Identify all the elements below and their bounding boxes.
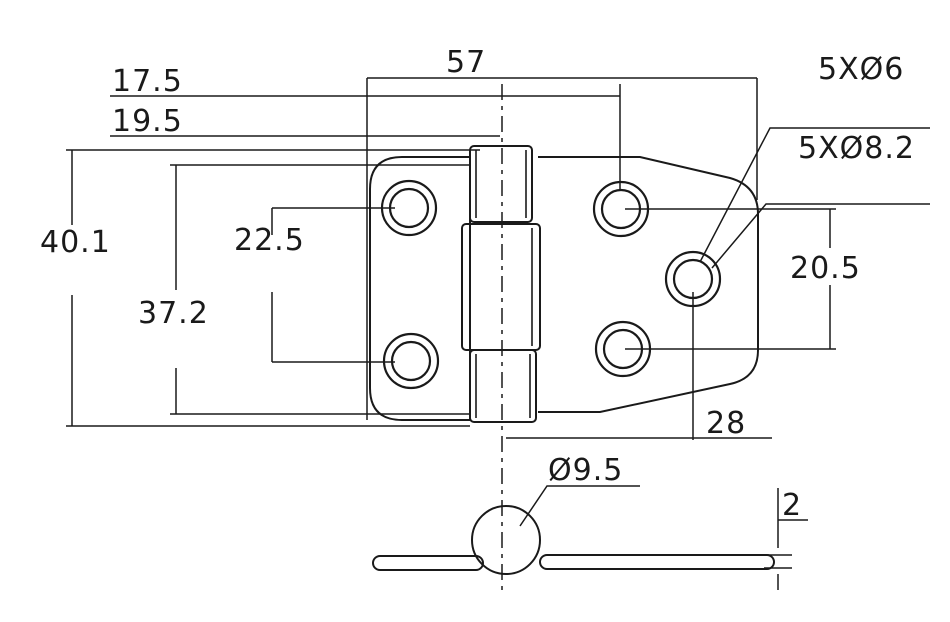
dimension-labels: 57 17.5 19.5 40.1 22.5 37.2 5XØ6 5XØ8.2 … [40,45,915,523]
side-leaf-left [372,555,484,571]
knuckle-bottom [469,349,537,423]
knuckle-top [469,145,533,223]
label-17-5: 17.5 [112,64,183,99]
label-20-5: 20.5 [790,251,861,286]
label-40-1: 40.1 [40,225,111,260]
knuckle-middle-inner [469,228,533,346]
label-2: 2 [782,488,802,523]
right-leaf-outline [538,156,759,413]
hole-left-top [380,179,438,237]
side-pin-barrel [471,505,541,575]
label-5x-dia-8-2: 5XØ8.2 [798,131,915,166]
label-19-5: 19.5 [112,104,183,139]
knuckle-middle [461,223,541,351]
left-leaf-outline [369,156,471,421]
hinge-top-view [369,145,759,423]
hole-left-bottom [382,332,440,390]
hole-right-top [592,180,650,238]
hole-right-bottom [594,320,652,378]
label-5x-dia-6: 5XØ6 [818,52,904,87]
label-37-2: 37.2 [138,296,209,331]
knuckle-top-inner [475,150,527,218]
label-22-5: 22.5 [234,223,305,258]
label-dia-9-5: Ø9.5 [548,453,623,488]
label-28: 28 [706,406,746,441]
label-57: 57 [446,45,486,80]
knuckle-bottom-inner [475,354,531,418]
hinge-side-view [372,505,775,575]
side-leaf-right [539,554,775,570]
